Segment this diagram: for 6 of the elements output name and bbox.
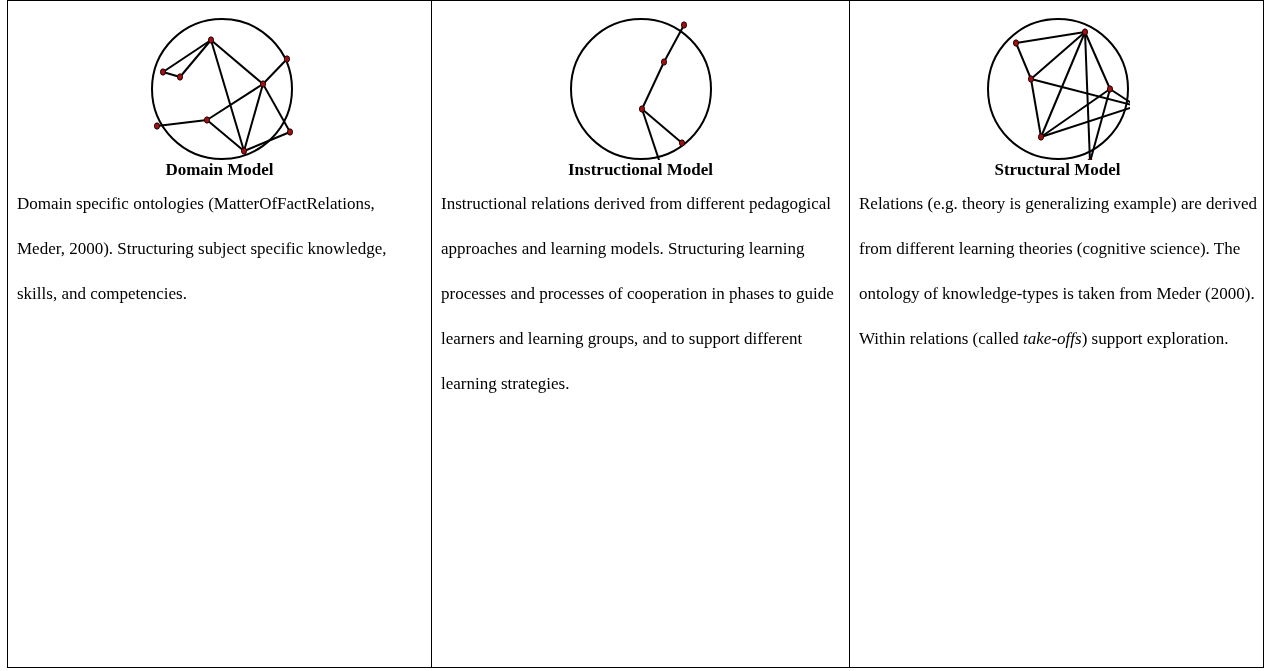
description-text: Domain specific ontologies (MatterOfFactRelations, Meder, 2000). Structuring subject specific knowledge, skills, and competencies. [17, 193, 388, 305]
column-heading: Domain Model [164, 159, 275, 181]
description-text: Relations (e.g. theory is generalizing example) are derived from different learning theories (cognitive science). The ontology of knowledge-types is taken from Meder (2000). Within relations (called take-offs) support exploration. [859, 193, 1258, 350]
column-heading: Instructional Model [567, 159, 714, 181]
column-heading: Structural Model [993, 159, 1122, 181]
description-text: Instructional relations derived from different pedagogical approaches and learning models. Structuring learning processes and processes of cooperation in phases to guide learners and learning groups, and to support different learning strategies. [441, 193, 835, 395]
